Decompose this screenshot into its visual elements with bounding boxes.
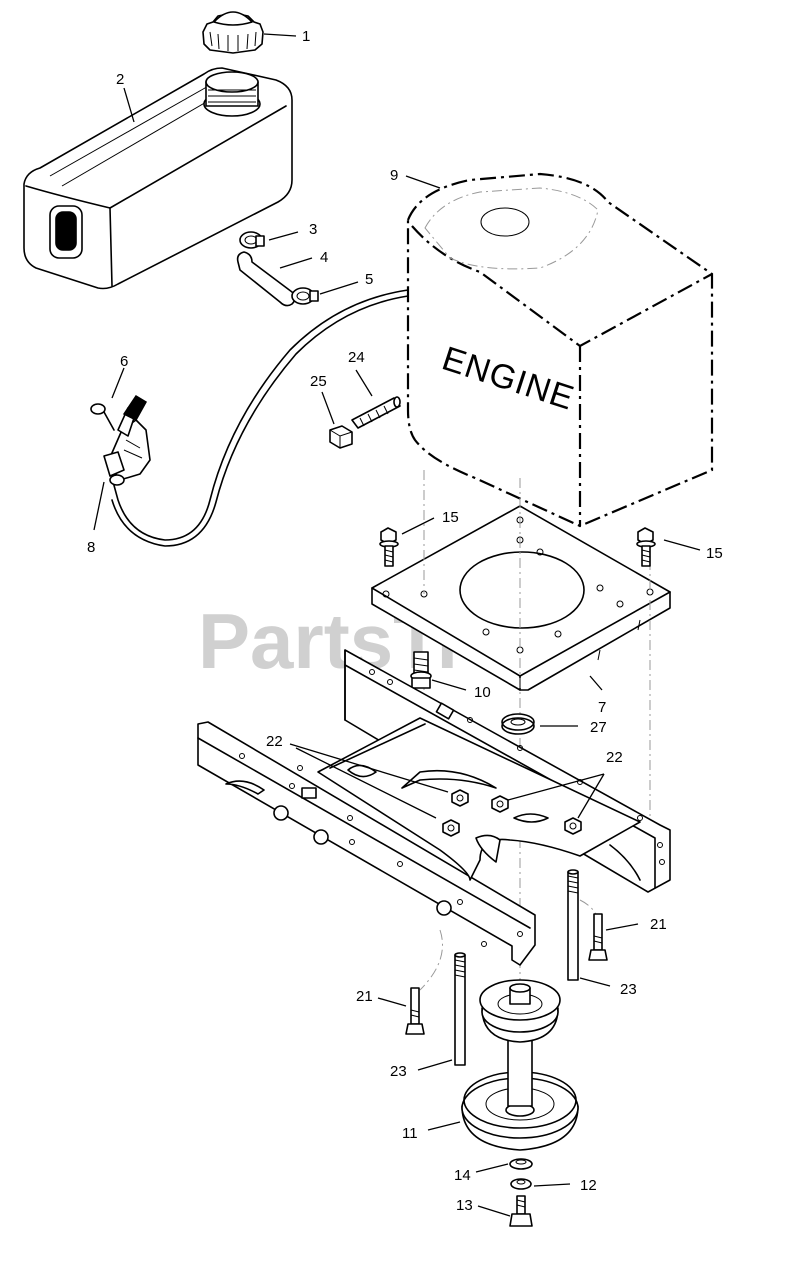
throttle-cable [111,289,409,541]
fuel-cap[interactable] [202,11,264,54]
callout-5: 5 [365,271,373,288]
bolt-21-right[interactable] [588,913,608,961]
callout-27: 27 [590,719,607,736]
frame-rail-left[interactable] [197,721,536,966]
throttle-control[interactable] [103,394,151,486]
callout-2: 2 [116,71,124,88]
screw-10[interactable] [410,651,432,689]
callout-10: 10 [474,684,491,701]
throttle-cable-inner [111,295,409,547]
lockwasher-12[interactable] [510,1178,532,1190]
leader-lines [93,33,701,1217]
nut-25[interactable] [329,425,353,449]
engine-block[interactable]: ENGINE [406,172,714,528]
nut-22-b[interactable] [442,819,460,837]
callout-11: 11 [402,1125,418,1142]
callout-14: 14 [454,1167,471,1184]
callout-3: 3 [309,221,317,238]
callout-7: 7 [598,699,606,716]
callout-12: 12 [580,1177,597,1194]
callout-15-right: 15 [706,545,723,562]
callout-23-left: 23 [390,1063,407,1080]
stud-23-left[interactable] [454,952,466,1066]
nut-22-d[interactable] [564,817,582,835]
frame-center-plate[interactable] [301,702,641,881]
screw-6[interactable] [90,403,115,431]
callout-25: 25 [310,373,327,390]
callout-numbers: 1 2 3 4 5 6 7 8 9 10 11 12 13 14 15 15 2… [87,28,723,1214]
bolt-15-right[interactable] [636,527,656,567]
callout-1: 1 [302,28,310,45]
callout-21-left: 21 [356,988,373,1005]
stud-24[interactable] [351,396,401,429]
callout-24: 24 [348,349,365,366]
callout-13: 13 [456,1197,473,1214]
callout-6: 6 [120,353,128,370]
callout-22-left: 22 [266,733,283,750]
bolt-13[interactable] [509,1195,533,1227]
centerline-bolt-21a [419,929,443,991]
callout-23-right: 23 [620,981,637,998]
washer-14[interactable] [509,1158,533,1170]
engine-mount-plate[interactable] [371,505,671,691]
bolt-21-left[interactable] [405,987,425,1035]
bolt-15-left[interactable] [379,527,399,567]
fuel-tank[interactable] [23,67,293,290]
fuel-hose-assembly[interactable] [236,231,319,307]
callout-9: 9 [390,167,398,184]
spacer-27[interactable] [501,713,535,735]
pulley-assembly[interactable] [461,979,579,1151]
nut-22-a[interactable] [451,789,469,807]
callout-8: 8 [87,539,95,556]
callout-15-left: 15 [442,509,459,526]
engine-label: ENGINE [438,339,579,417]
callout-4: 4 [320,249,328,266]
stud-23-right[interactable] [567,869,579,981]
callout-22-right: 22 [606,749,623,766]
callout-21-right: 21 [650,916,667,933]
nut-22-c[interactable] [491,795,509,813]
